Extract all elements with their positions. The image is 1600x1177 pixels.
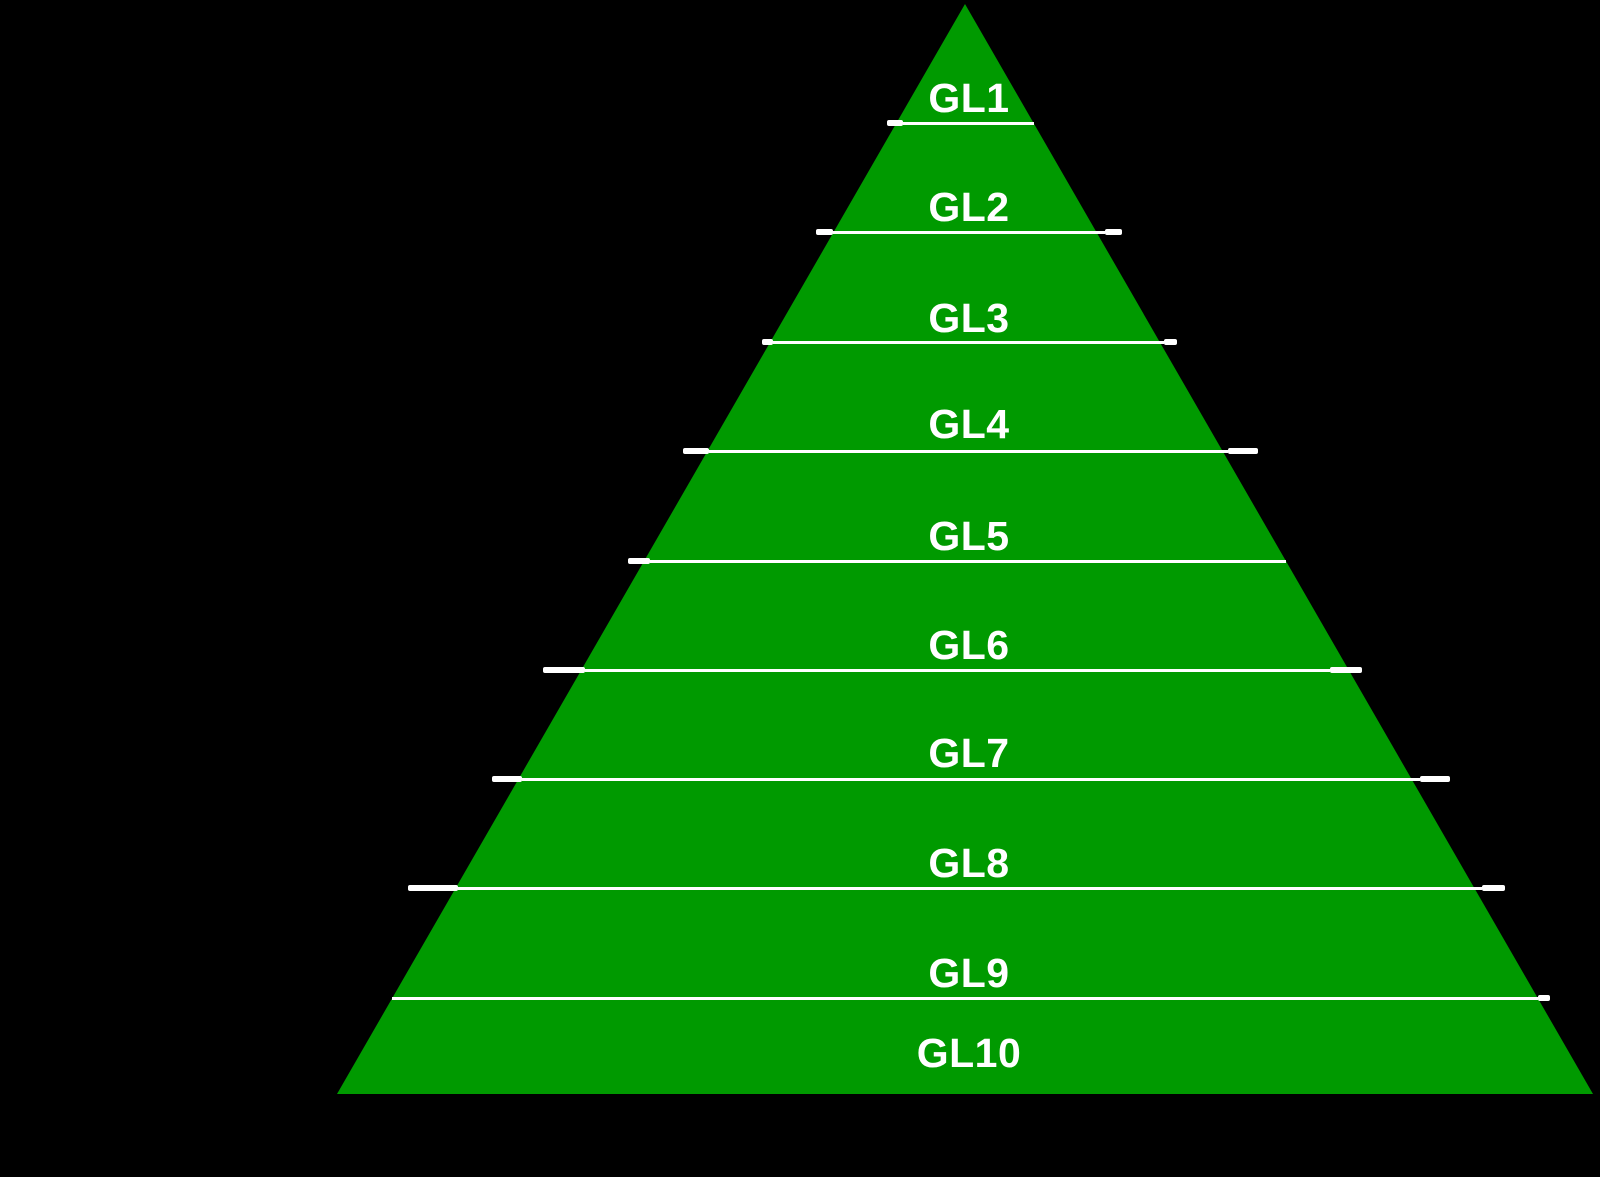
level-divider-gl8	[458, 886, 1482, 890]
divider-left-cap-gl2	[816, 229, 833, 235]
divider-right-cap-gl8	[1482, 885, 1505, 891]
level-label-gl7: GL7	[928, 730, 1010, 776]
level-label-gl9: GL9	[928, 950, 1010, 996]
level-divider-gl6	[585, 668, 1330, 672]
divider-left-cap-gl8	[408, 885, 458, 891]
divider-left-cap-gl4	[683, 448, 709, 454]
level-label-gl6: GL6	[928, 622, 1010, 668]
level-label-gl4: GL4	[928, 401, 1010, 447]
divider-right-cap-gl6	[1330, 667, 1362, 673]
level-label-gl10: GL10	[916, 1030, 1022, 1076]
level-divider-gl3	[773, 340, 1164, 344]
divider-left-cap-gl7	[492, 776, 522, 782]
level-divider-gl4	[709, 449, 1228, 453]
level-label-gl2: GL2	[928, 184, 1010, 230]
divider-right-cap-gl2	[1105, 229, 1122, 235]
level-label-gl5: GL5	[928, 513, 1010, 559]
level-divider-gl9	[392, 996, 1538, 1000]
level-divider-gl2	[833, 230, 1105, 234]
level-label-gl8: GL8	[928, 840, 1010, 886]
divider-left-cap-gl6	[543, 667, 585, 673]
divider-right-cap-gl9	[1538, 995, 1550, 1001]
divider-left-cap-gl1	[887, 120, 903, 126]
divider-left-cap-gl5	[628, 558, 650, 564]
level-divider-gl5	[650, 559, 1286, 563]
divider-right-cap-gl4	[1228, 448, 1258, 454]
divider-left-cap-gl3	[762, 339, 773, 345]
divider-right-cap-gl3	[1164, 339, 1177, 345]
level-label-gl1: GL1	[928, 75, 1010, 121]
divider-right-cap-gl7	[1420, 776, 1450, 782]
level-divider-gl1	[903, 121, 1034, 125]
level-label-gl3: GL3	[928, 295, 1010, 341]
level-divider-gl7	[522, 777, 1420, 781]
